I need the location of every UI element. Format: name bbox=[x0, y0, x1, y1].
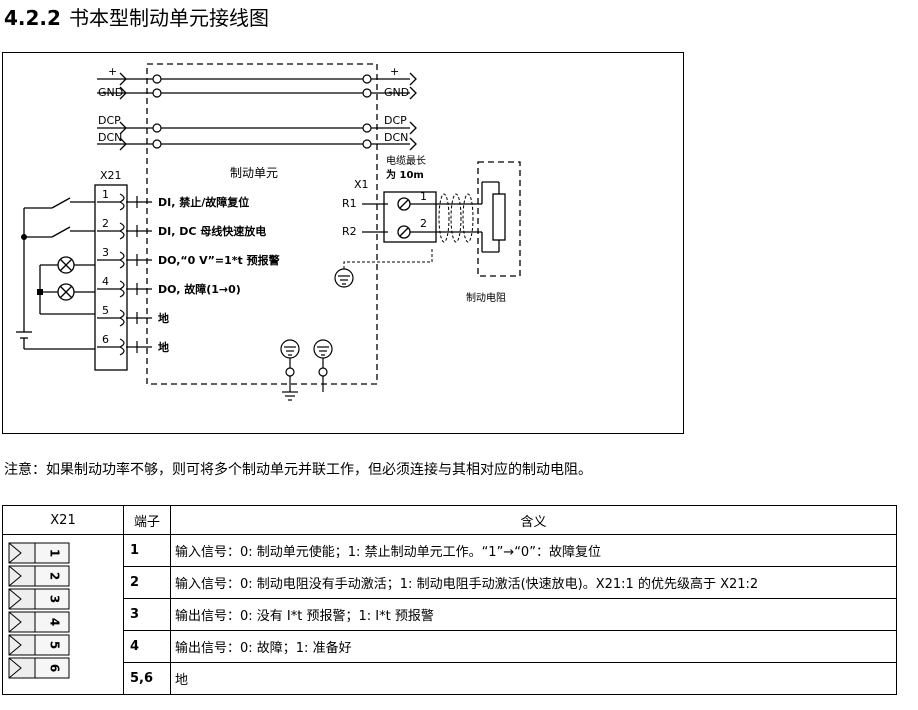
x21-terminal-row: 1DI, 禁止/故障复位 bbox=[97, 188, 249, 211]
connector-pin: 2 bbox=[8, 565, 70, 587]
table-row: 2 输入信号：0: 制动电阻没有手动激活；1: 制动电阻手动激活(快速放电)。X… bbox=[3, 566, 897, 599]
braking-resistor bbox=[477, 161, 521, 277]
terminal-meaning: 输入信号：0: 制动单元使能；1: 禁止制动单元工作。“1”→“0”：故障复位 bbox=[170, 534, 897, 567]
terminal-number: 5,6 bbox=[123, 662, 171, 695]
bus-label-plus-right: + bbox=[390, 65, 399, 78]
x21-signal-label: DI, 禁止/故障复位 bbox=[158, 195, 249, 209]
terminal-number: 4 bbox=[123, 630, 171, 663]
bus-terminals bbox=[152, 74, 372, 149]
terminal-meaning: 输出信号：0: 故障；1: 准备好 bbox=[170, 630, 897, 663]
x21-pin-number: 2 bbox=[102, 217, 109, 230]
x21-signal-label: DO, 故障(1→0) bbox=[158, 282, 241, 296]
x21-terminal-row: 5地 bbox=[97, 304, 169, 327]
connector-pin: 3 bbox=[8, 588, 70, 610]
x21-terminal-row: 4DO, 故障(1→0) bbox=[97, 275, 241, 298]
terminal-meaning: 输入信号：0: 制动电阻没有手动激活；1: 制动电阻手动激活(快速放电)。X21… bbox=[170, 566, 897, 599]
connector-pin-number: 2 bbox=[48, 572, 62, 580]
terminal-number: 1 bbox=[123, 534, 171, 567]
x21-pin-number: 3 bbox=[102, 246, 109, 259]
terminal-meaning: 地 bbox=[170, 662, 897, 695]
section-number: 4.2.2 bbox=[4, 6, 61, 30]
bus-label-dcn-right: DCN bbox=[384, 131, 408, 144]
x1-label: X1 bbox=[354, 178, 369, 191]
x1-connector bbox=[362, 191, 482, 243]
cable-label-line2: 为 10m bbox=[386, 168, 424, 181]
external-wiring bbox=[16, 197, 95, 350]
cable-shield bbox=[343, 193, 474, 269]
bus-label-gnd-left: GND bbox=[98, 86, 123, 99]
header-terminal: 端子 bbox=[123, 505, 171, 535]
ground-icon bbox=[334, 268, 354, 288]
bus-label-plus-left: + bbox=[108, 65, 117, 78]
connector-pin-number: 3 bbox=[48, 595, 62, 603]
x1-pin-1: 1 bbox=[420, 190, 427, 203]
terminal-number: 3 bbox=[123, 598, 171, 631]
unit-boundary bbox=[146, 63, 378, 385]
unit-label: 制动单元 bbox=[230, 166, 278, 180]
x21-pin-number: 4 bbox=[102, 275, 109, 288]
ground-icon bbox=[280, 339, 300, 401]
x21-signal-label: DI, DC 母线快速放电 bbox=[158, 224, 266, 238]
connector-pin-number: 1 bbox=[48, 549, 62, 557]
junction-dot bbox=[37, 289, 43, 295]
cable-label-line1: 电缆最长 bbox=[386, 154, 426, 167]
x21-terminal-row: 2DI, DC 母线快速放电 bbox=[97, 217, 266, 240]
ground-icon bbox=[313, 339, 333, 392]
table-row: 3 输出信号：0: 没有 I*t 预报警；1: I*t 预报警 bbox=[3, 598, 897, 631]
resistor-label: 制动电阻 bbox=[466, 291, 506, 304]
note-text: 注意：如果制动功率不够，则可将多个制动单元并联工作，但必须连接与其相对应的制动电… bbox=[4, 462, 592, 478]
x21-signal-label: 地 bbox=[158, 340, 169, 354]
x21-pin-number: 1 bbox=[102, 188, 109, 201]
x21-label: X21 bbox=[100, 169, 122, 182]
connector-pin: 6 bbox=[8, 657, 70, 679]
table-row: 4 输出信号：0: 故障；1: 准备好 bbox=[3, 630, 897, 663]
power-bus bbox=[97, 72, 417, 151]
section-title: 4.2.2 书本型制动单元接线图 bbox=[4, 2, 269, 31]
x1-pin-2: 2 bbox=[420, 217, 427, 230]
connector-pin: 4 bbox=[8, 611, 70, 633]
section-heading: 书本型制动单元接线图 bbox=[68, 6, 269, 30]
r2-label: R2 bbox=[342, 225, 357, 238]
connector-pin-number: 6 bbox=[48, 664, 62, 672]
connector-icon: 1 2 3 4 5 6 bbox=[8, 542, 70, 679]
bus-label-dcn-left: DCN bbox=[98, 131, 122, 144]
x21-pin-number: 5 bbox=[102, 304, 109, 317]
x21-terminal-row: 6地 bbox=[97, 333, 169, 356]
connector-pin-number: 4 bbox=[48, 618, 62, 626]
bus-label-dcp-right: DCP bbox=[384, 114, 407, 127]
x21-block bbox=[94, 184, 128, 371]
connector-illustration: 1 2 3 4 5 6 bbox=[2, 534, 124, 695]
junction-dot bbox=[21, 234, 27, 240]
terminal-meaning: 输出信号：0: 没有 I*t 预报警；1: I*t 预报警 bbox=[170, 598, 897, 631]
header-meaning: 含义 bbox=[170, 505, 897, 535]
terminal-number: 2 bbox=[123, 566, 171, 599]
x21-terminal-row: 3DO,“0 V”=1*t 预报警 bbox=[97, 246, 280, 269]
bus-label-gnd-right: GND bbox=[384, 86, 409, 99]
x21-signal-label: DO,“0 V”=1*t 预报警 bbox=[158, 253, 280, 267]
wiring-diagram: + GND DCP DCN + GND DCP DCN X21 制动单元 X1 … bbox=[2, 52, 684, 434]
bus-label-dcp-left: DCP bbox=[98, 114, 121, 127]
r1-label: R1 bbox=[342, 197, 357, 210]
x21-terminals: 1DI, 禁止/故障复位 2DI, DC 母线快速放电 3DO,“0 V”=1*t … bbox=[97, 188, 280, 356]
x21-pin-number: 6 bbox=[102, 333, 109, 346]
table-row: 5,6 地 bbox=[3, 662, 897, 695]
connector-pin: 1 bbox=[8, 542, 70, 564]
connector-pin: 5 bbox=[8, 634, 70, 656]
table-header-row: X21 端子 含义 bbox=[2, 505, 897, 535]
diagram-border bbox=[2, 52, 684, 434]
connector-pin-number: 5 bbox=[48, 641, 62, 649]
header-x21: X21 bbox=[2, 505, 124, 535]
x21-signal-label: 地 bbox=[158, 311, 169, 325]
